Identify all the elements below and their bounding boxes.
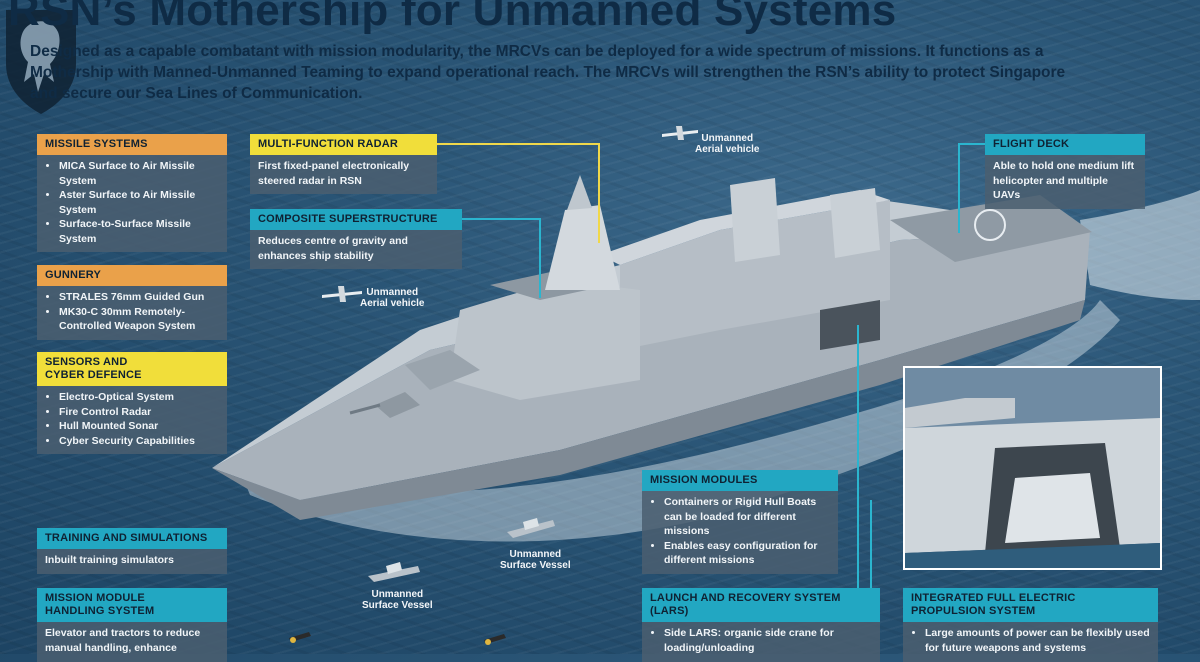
sensors-panel: SENSORS AND CYBER DEFENCE Electro-Optica…: [37, 352, 227, 454]
propulsion-leader-line: [870, 500, 872, 590]
usv-right-icon: [507, 518, 555, 538]
module-handling-panel: MISSION MODULE HANDLING SYSTEM Elevator …: [37, 588, 227, 662]
uav-mid-label-line1: Unmanned: [366, 287, 419, 298]
module-handling-text: Elevator and tractors to reduce manual h…: [37, 622, 227, 662]
gunnery-title: GUNNERY: [37, 265, 227, 286]
gunnery-panel: GUNNERY STRALES 76mm Guided Gun MK30-C 3…: [37, 265, 227, 340]
uav-mid-label: Unmanned Aerial vehicle: [360, 287, 424, 309]
list-item: Aster Surface to Air Missile System: [59, 188, 219, 217]
missile-systems-panel: MISSILE SYSTEMS MICA Surface to Air Miss…: [37, 134, 227, 252]
gunnery-list: STRALES 76mm Guided Gun MK30-C 30mm Remo…: [45, 290, 219, 334]
usv-right-label-line2: Surface Vessel: [500, 560, 571, 571]
stern-bay-drawing: [905, 368, 1160, 568]
propulsion-panel: INTEGRATED FULL ELECTRIC PROPULSION SYST…: [903, 588, 1158, 662]
usv-left-label-line2: Surface Vessel: [362, 600, 433, 611]
list-item: STRALES 76mm Guided Gun: [59, 290, 219, 305]
underwater-vehicle-icon: [289, 632, 311, 643]
missile-systems-title: MISSILE SYSTEMS: [37, 134, 227, 155]
missile-systems-list: MICA Surface to Air Missile System Aster…: [45, 159, 219, 246]
module-handling-title-line1: MISSION MODULE: [45, 592, 145, 604]
uav-mid-icon: [322, 286, 362, 302]
sensors-title-line2: CYBER DEFENCE: [45, 369, 142, 381]
propulsion-title-line2: PROPULSION SYSTEM: [911, 605, 1036, 617]
radar-text: First fixed-panel electronically steered…: [250, 155, 437, 194]
usv-right-label: Unmanned Surface Vessel: [500, 549, 571, 571]
list-item: Fire Control Radar: [59, 405, 219, 420]
flight-deck-title: FLIGHT DECK: [985, 134, 1145, 155]
propulsion-title-line1: INTEGRATED FULL ELECTRIC: [911, 592, 1076, 604]
list-item: Electro-Optical System: [59, 390, 219, 405]
stern-launch-bay-inset-image: [903, 366, 1162, 570]
training-text: Inbuilt training simulators: [37, 549, 227, 574]
flight-deck-panel: FLIGHT DECK Able to hold one medium lift…: [985, 134, 1145, 209]
list-item: Large amounts of power can be flexibly u…: [925, 626, 1150, 655]
uav-top-label-line1: Unmanned: [701, 133, 754, 144]
list-item: Hull Mounted Sonar: [59, 419, 219, 434]
list-item: MICA Surface to Air Missile System: [59, 159, 219, 188]
superstructure-text: Reduces centre of gravity and enhances s…: [250, 230, 462, 269]
list-item: Containers or Rigid Hull Boats can be lo…: [664, 495, 830, 539]
superstructure-panel: COMPOSITE SUPERSTRUCTURE Reduces centre …: [250, 209, 462, 269]
mission-modules-leader-line: [857, 325, 859, 590]
intro-paragraph: Designed as a capable combatant with mis…: [30, 43, 1066, 102]
lars-list: Side LARS: organic side crane for loadin…: [650, 626, 872, 655]
flight-deck-leader-line: [958, 143, 986, 145]
sensors-list: Electro-Optical System Fire Control Rada…: [45, 390, 219, 448]
propulsion-list: Large amounts of power can be flexibly u…: [911, 626, 1150, 655]
module-handling-title-line2: HANDLING SYSTEM: [45, 605, 155, 617]
radar-leader-line: [437, 143, 599, 145]
flight-deck-leader-line-vertical: [958, 143, 960, 233]
uav-top-label: Unmanned Aerial vehicle: [695, 133, 759, 155]
usv-left-label: Unmanned Surface Vessel: [362, 589, 433, 611]
usv-left-label-line1: Unmanned: [371, 589, 424, 600]
lars-title-line1: LAUNCH AND RECOVERY SYSTEM: [650, 592, 841, 604]
radar-title: MULTI-FUNCTION RADAR: [250, 134, 437, 155]
uav-mid-label-line2: Aerial vehicle: [360, 298, 425, 309]
radar-panel: MULTI-FUNCTION RADAR First fixed-panel e…: [250, 134, 437, 194]
training-panel: TRAINING AND SIMULATIONS Inbuilt trainin…: [37, 528, 227, 574]
mission-modules-panel: MISSION MODULES Containers or Rigid Hull…: [642, 470, 838, 574]
superstructure-leader-line: [462, 218, 540, 220]
list-item: MK30-C 30mm Remotely-Controlled Weapon S…: [59, 305, 219, 334]
superstructure-leader-line-vertical: [539, 218, 541, 298]
sensors-title-line1: SENSORS AND: [45, 356, 128, 368]
rsn-lion-crest-logo: [6, 10, 76, 114]
uav-top-label-line2: Aerial vehicle: [695, 144, 760, 155]
superstructure-title: COMPOSITE SUPERSTRUCTURE: [250, 209, 462, 230]
flight-deck-text: Able to hold one medium lift helicopter …: [985, 155, 1145, 209]
mission-modules-list: Containers or Rigid Hull Boats can be lo…: [650, 495, 830, 568]
uav-top-icon: [662, 126, 698, 140]
list-item: Cyber Security Capabilities: [59, 434, 219, 449]
underwater-vehicle-icon: [484, 634, 506, 645]
page-title: RSN’s Mothership for Unmanned Systems: [8, 0, 897, 35]
usv-right-label-line1: Unmanned: [509, 549, 562, 560]
list-item: Side LARS: organic side crane for loadin…: [664, 626, 872, 655]
lars-title-line2: (LARS): [650, 605, 689, 617]
list-item: Enables easy configuration for different…: [664, 539, 830, 568]
usv-left-icon: [368, 562, 420, 582]
radar-leader-line-vertical: [598, 143, 600, 243]
training-title: TRAINING AND SIMULATIONS: [37, 528, 227, 549]
list-item: Surface-to-Surface Missile System: [59, 217, 219, 246]
mission-modules-title: MISSION MODULES: [642, 470, 838, 491]
lars-panel: LAUNCH AND RECOVERY SYSTEM (LARS) Side L…: [642, 588, 880, 662]
